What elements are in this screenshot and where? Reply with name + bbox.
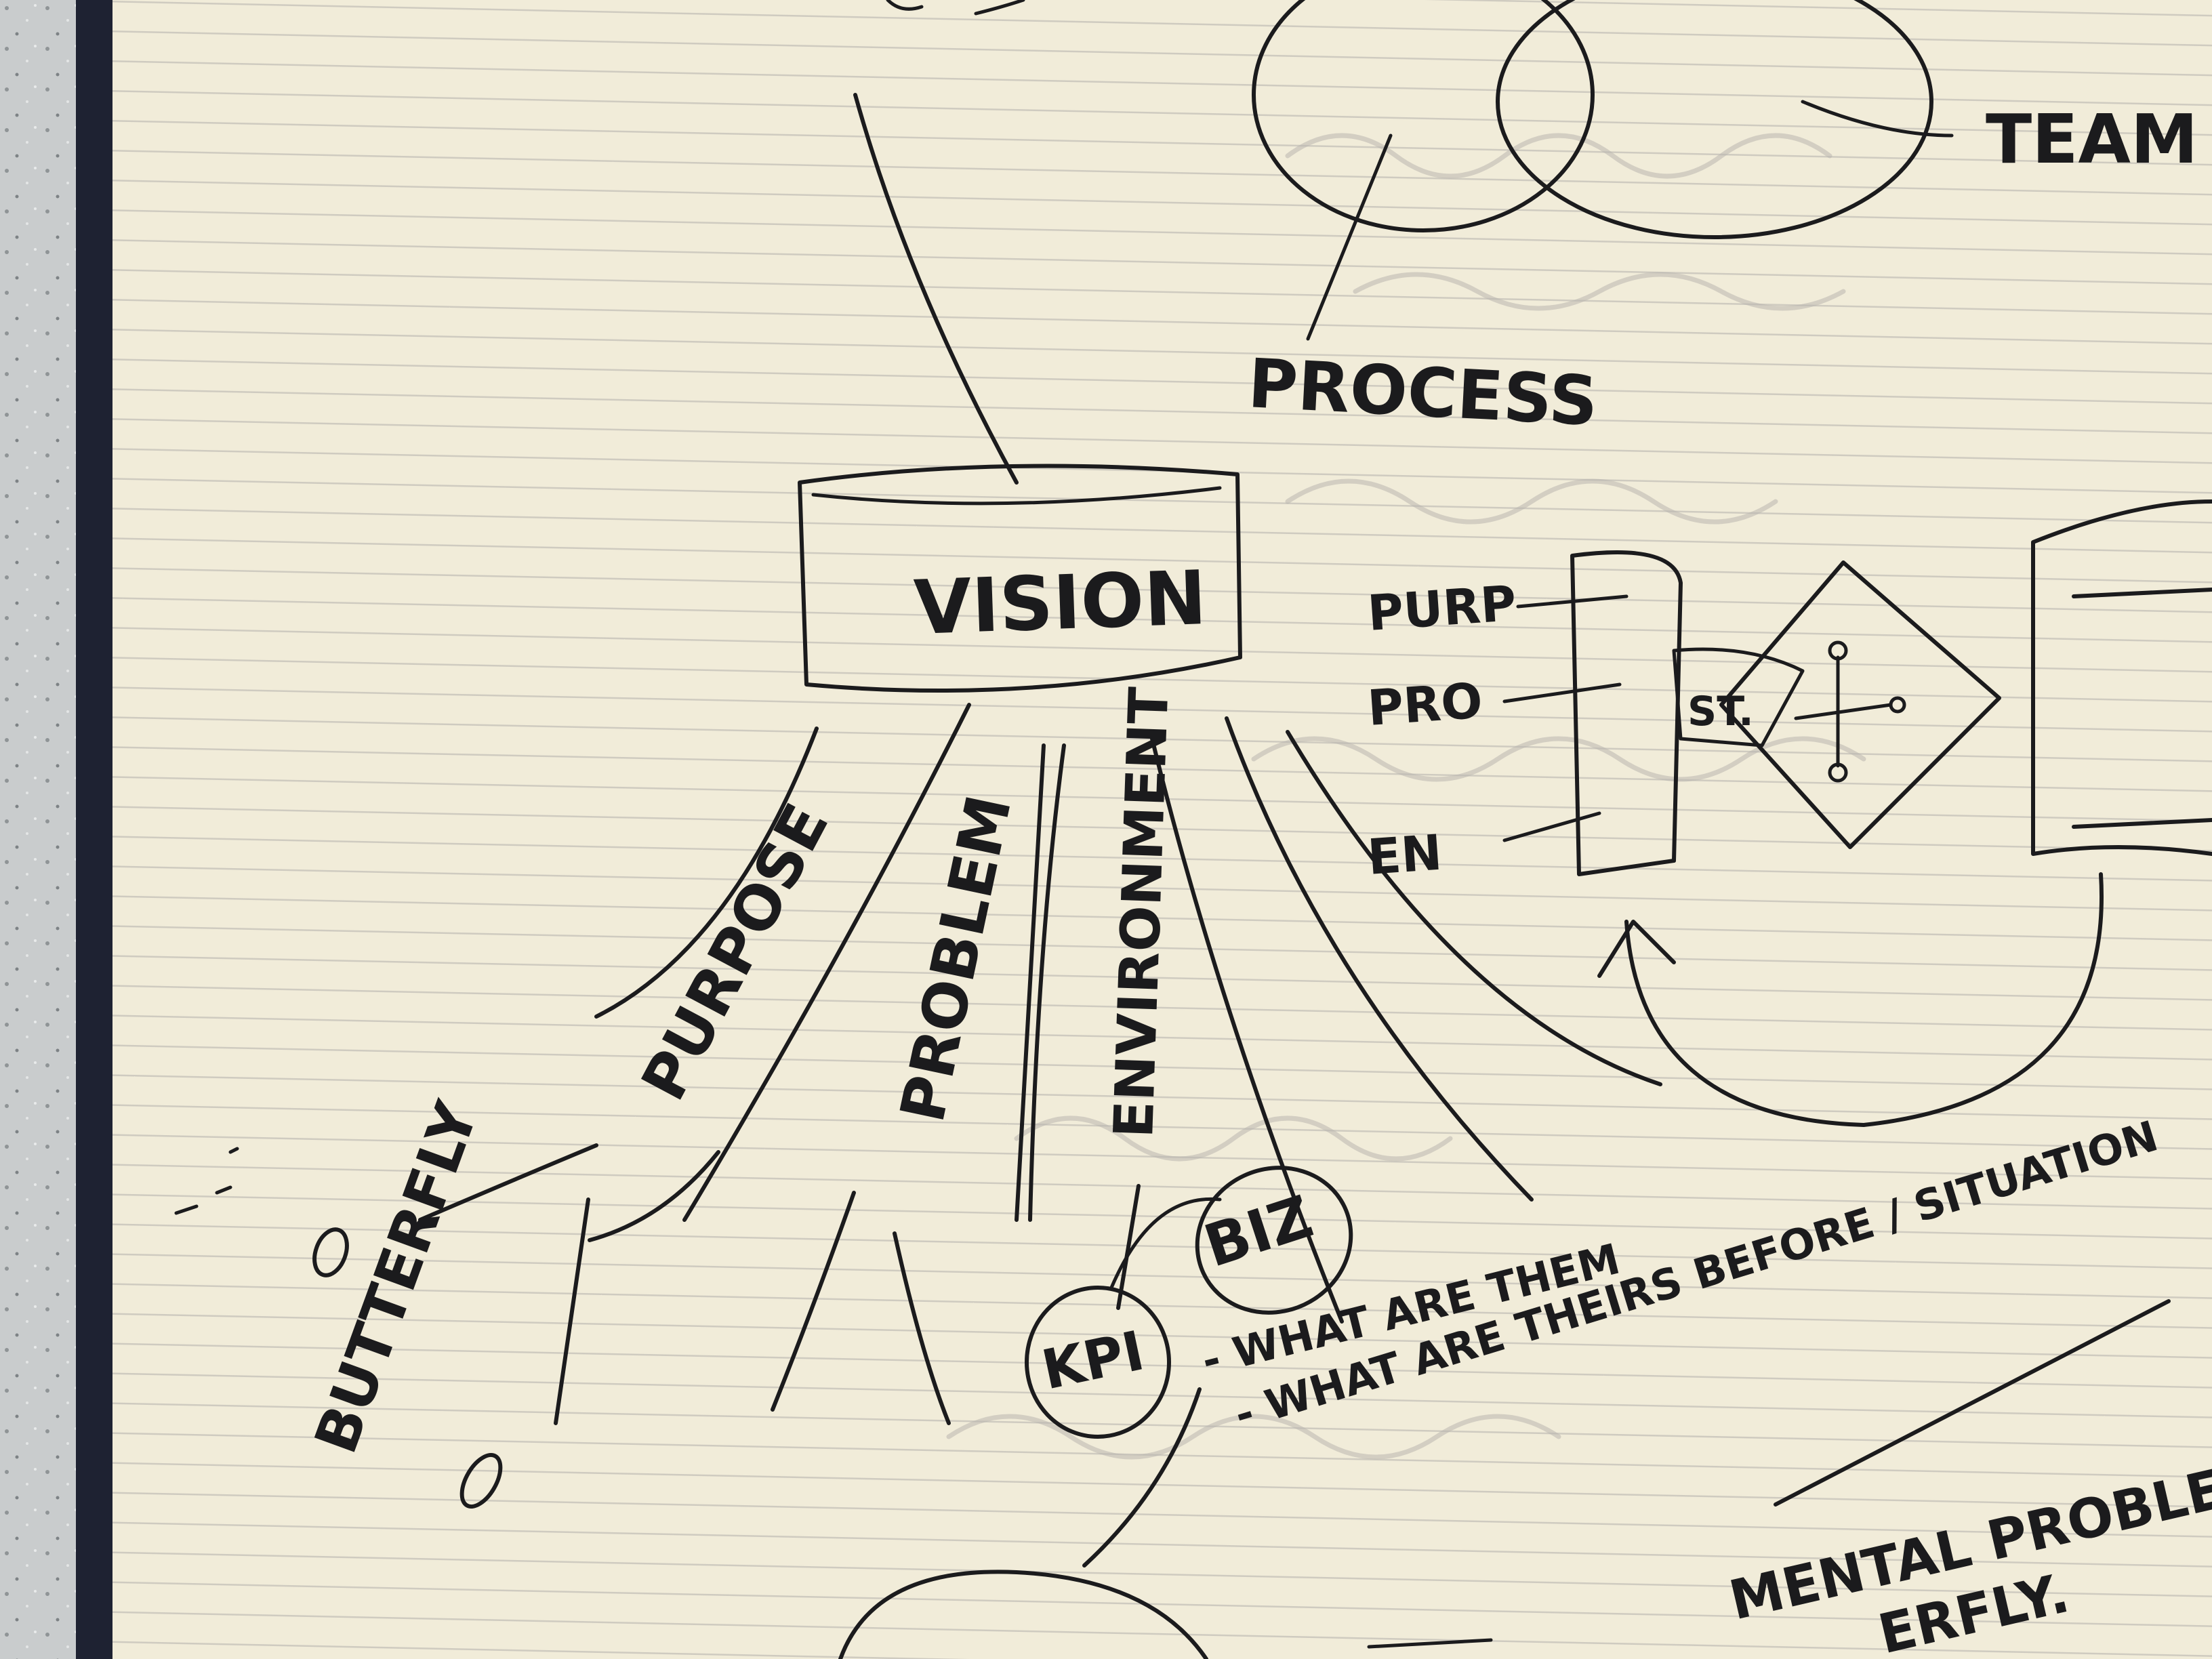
process-pointer <box>1306 134 1393 341</box>
left-stroke-top <box>418 1143 598 1222</box>
pro-line <box>1502 682 1622 703</box>
biz-kpi-arc <box>1109 1197 1222 1290</box>
right-box <box>1570 550 1683 876</box>
left-dot-lower <box>459 1453 503 1509</box>
venn-circle-right <box>1496 0 1933 239</box>
biz-circle <box>1195 1166 1353 1315</box>
kpi-circle <box>1025 1286 1171 1439</box>
st-pentagon <box>1672 647 1805 747</box>
bottom-dash <box>1367 1638 1493 1649</box>
top-scribble <box>886 0 1025 16</box>
bottom-right-slash <box>1774 1299 2171 1507</box>
bleed-through-writing <box>946 133 1866 1460</box>
kpi-connector <box>1116 1184 1141 1310</box>
environment-label: ENVIRONMENT <box>1102 686 1181 1139</box>
st-label: ST. <box>1687 688 1754 735</box>
bottom-cloud <box>838 1570 1208 1659</box>
en-line <box>1502 811 1601 842</box>
cross-dot-right <box>1889 696 1906 714</box>
cross-dot-top <box>1828 640 1848 661</box>
team-label: TEAM <box>1986 100 2198 179</box>
purp-label: PURP <box>1366 575 1518 642</box>
left-dashes <box>174 1147 239 1215</box>
vision-box <box>798 464 1242 693</box>
loop-arrow <box>1624 872 2104 1127</box>
top-connector-line <box>853 93 1019 485</box>
ruled-lines <box>112 0 2212 1659</box>
diamond-cross <box>1794 655 1893 768</box>
en-label: EN <box>1366 824 1443 886</box>
right-cylinder <box>2031 499 2212 856</box>
process-label: PROCESS <box>1246 344 1600 441</box>
pro-label: PRO <box>1366 672 1484 737</box>
purp-line <box>1516 594 1629 609</box>
kpi-down-line <box>1082 1387 1202 1568</box>
vision-box-inner-edge <box>811 486 1222 506</box>
branch-lines <box>588 703 1662 1425</box>
left-stroke-vertical <box>554 1197 590 1425</box>
venn-circle-left <box>1252 0 1595 232</box>
left-dot-upper <box>312 1227 349 1277</box>
loop-arrowhead <box>1597 920 1676 978</box>
vision-label: VISION <box>912 554 1208 651</box>
team-pointer <box>1801 100 1954 138</box>
cross-dot-bottom <box>1828 762 1848 783</box>
